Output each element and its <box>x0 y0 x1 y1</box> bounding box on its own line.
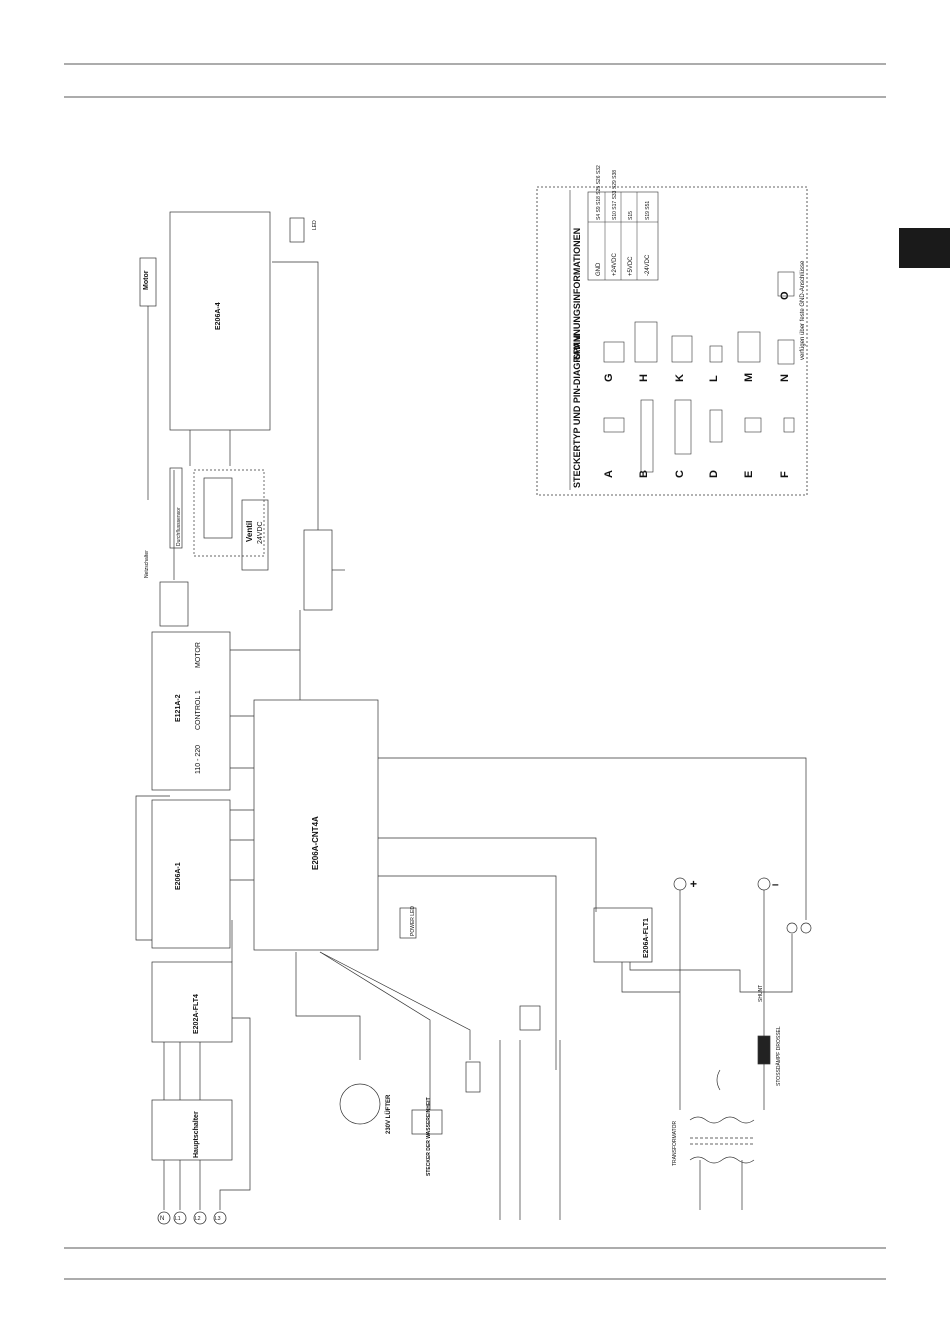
label-shunt: SHUNT <box>758 985 764 1002</box>
connector-letter: A <box>603 470 615 478</box>
label-e202aflt4: E202A-FLT4 <box>193 994 200 1034</box>
mains-n: N <box>160 1216 164 1222</box>
voltage-label-gnd: GND <box>596 262 602 276</box>
section-tab <box>899 228 950 268</box>
label-valve: Ventil <box>245 521 254 542</box>
mains-terminals: N L1 L2 L3 <box>157 1211 227 1225</box>
connector-letter: O <box>779 291 791 300</box>
connector-letter: G <box>603 373 615 382</box>
label-motor-box: MOTOR <box>195 642 202 668</box>
plug-box <box>303 529 333 611</box>
board-flt1 <box>593 907 653 963</box>
valve-box <box>241 499 269 571</box>
voltage-label-5: +5VDC <box>628 256 634 276</box>
wires <box>135 211 812 1220</box>
label-control: CONTROL 1 <box>195 690 202 730</box>
voltage-pins-n24: S19 S51 <box>645 201 651 220</box>
label-plus: + <box>690 877 697 891</box>
board-e121a2 <box>151 631 231 791</box>
voltage-pins-5: S15 <box>628 211 634 220</box>
label-e121a2: E121A-2 <box>175 694 182 722</box>
label-water-plug: STECKER DER WASSEREINHEIT <box>426 1097 432 1176</box>
connector-letter: M <box>743 373 755 382</box>
label-e206aflt1: E206A-FLT1 <box>643 918 650 958</box>
board-e206a1 <box>151 799 231 949</box>
label-flow-sensor: Durchflusssensor <box>176 507 182 546</box>
dotted-box <box>193 469 265 557</box>
legend-panel <box>536 186 808 496</box>
label-power-switch: Netzschalter <box>144 550 150 578</box>
transformer <box>689 1116 755 1124</box>
connector-letter: D <box>708 470 720 478</box>
board-e206a4 <box>169 211 271 431</box>
board-flt4 <box>151 961 233 1043</box>
label-e206a1: E206A-1 <box>175 862 182 890</box>
mains-l1: L1 <box>175 1216 181 1222</box>
choke <box>757 1035 771 1065</box>
connector-letters: A B C D E F G H K L M N O <box>603 291 791 478</box>
label-minus: – <box>772 877 779 891</box>
connector-letter: B <box>638 470 650 478</box>
label-e206a4: E206A-4 <box>215 302 222 330</box>
connector-icons <box>603 271 795 473</box>
label-e206acnt4a: E206A-CNT4A <box>311 816 320 870</box>
voltage-label-24: +24VDC <box>612 252 618 276</box>
voltage-label-n24: -24VDC <box>645 254 651 276</box>
label-fan: 230V LÜFTER <box>385 1094 392 1134</box>
connector-letter: F <box>779 471 791 478</box>
voltage-pins-gnd: S4 S9 S18 S25 S26 S32 <box>596 165 602 220</box>
main-switch <box>151 1099 233 1161</box>
connector-letter: L <box>708 375 720 382</box>
terminal-minus <box>757 877 771 891</box>
connector-letter: H <box>638 374 650 382</box>
mains-l3: L3 <box>215 1216 221 1222</box>
terminal-plus <box>673 877 687 891</box>
voltage-pins-24: S10 S17 S33 S29 S38 <box>612 170 618 220</box>
legend-note: verfügen über feste GND-Anschlüsse <box>800 260 806 360</box>
flow-sensor <box>169 467 183 549</box>
connector-letter: E <box>743 471 755 478</box>
connector-letter: N <box>779 374 791 382</box>
fan-icon <box>339 1083 381 1125</box>
label-transformer: TRANSFORMATOR <box>672 1121 678 1166</box>
voltage-table <box>587 191 659 281</box>
label-choke: STOSSDÄMPF DROSSEL <box>775 1026 782 1086</box>
connector-letter: K <box>674 374 686 382</box>
label-main-switch: Hauptschalter <box>193 1111 200 1158</box>
connector-letter: C <box>674 470 686 478</box>
label-power-led: POWER LED <box>410 906 416 936</box>
board-cnt4a <box>253 699 379 951</box>
legend-title-voltage: SPANNUNGSINFORMATIONEN <box>572 228 582 360</box>
mains-l2: L2 <box>195 1216 201 1222</box>
label-valve-voltage: 24VDC <box>257 521 264 544</box>
legend-title-types: STECKERTYP UND PIN-DIAGRAMM <box>572 335 582 488</box>
label-volt-select: 110 - 220 <box>195 745 202 774</box>
label-motor: Motor <box>143 270 150 290</box>
label-led: LED <box>312 220 318 230</box>
